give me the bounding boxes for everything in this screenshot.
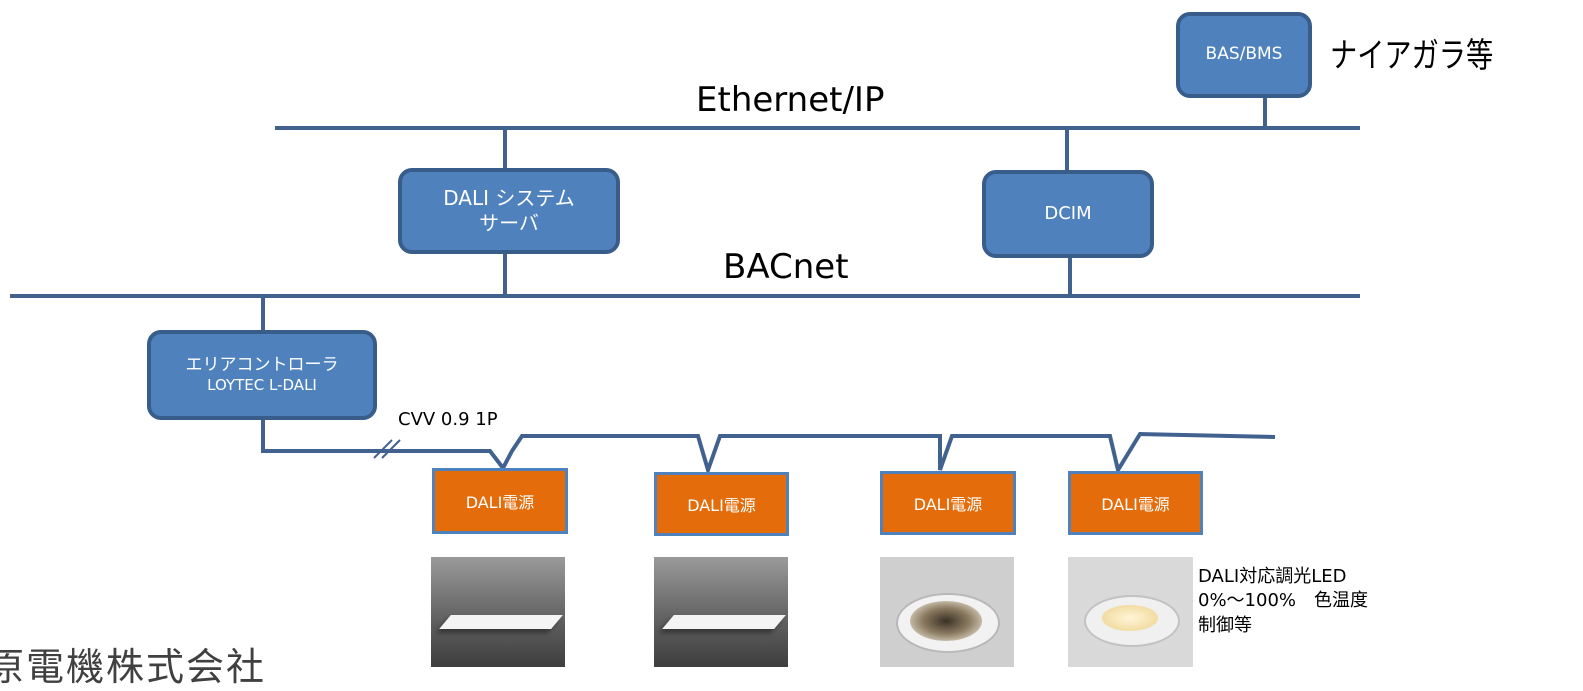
downlight-lens [1102, 605, 1158, 631]
ethernet-label: Ethernet/IP [696, 80, 885, 120]
panel-light-image [431, 557, 565, 667]
downlight-warm-image [1068, 557, 1193, 667]
panel-light-body [662, 615, 786, 629]
fixture-note-line: DALI対応調光LED [1198, 566, 1347, 587]
footer-company-name: 原電機株式会社 [0, 645, 267, 689]
fixture-note: DALI対応調光LED 0%～100% 色温度 制御等 [1198, 565, 1368, 638]
fixture-note-line: 制御等 [1198, 614, 1252, 636]
cable-mark [381, 439, 401, 459]
dali-power-supply-label: DALI電源 [465, 493, 535, 512]
connection-lines [10, 98, 1360, 477]
bas-bms-node: BAS/BMS [1176, 12, 1312, 98]
area-controller-label-2: LOYTEC L-DALI [207, 376, 317, 395]
dcim-label: DCIM [1044, 202, 1092, 224]
bas-bms-label: BAS/BMS [1205, 44, 1283, 65]
dali-line [261, 420, 1276, 477]
cable-mark [373, 439, 393, 459]
bacnet-label: BACnet [723, 247, 849, 287]
cable-label: CVV 0.9 1P [398, 409, 498, 430]
dali-server-label-1: DALI システム [443, 186, 575, 210]
dcim-node: DCIM [982, 170, 1154, 258]
niagara-label: ナイアガラ等 [1330, 36, 1494, 76]
dali-server-node: DALI システム サーバ [398, 168, 620, 254]
dali-power-supply: DALI電源 [654, 472, 789, 536]
dali-power-supply-label: DALI電源 [1101, 495, 1170, 514]
downlight-reflector [910, 601, 982, 641]
dali-power-supply-label: DALI電源 [913, 495, 983, 514]
panel-light-body [439, 615, 563, 629]
area-controller-label-1: エリアコントローラ [185, 355, 339, 375]
panel-light-image [654, 557, 788, 667]
dali-server-label-2: サーバ [479, 211, 539, 235]
area-controller-node: エリアコントローラ LOYTEC L-DALI [147, 330, 377, 420]
fixture-note-line: 0%～100% 色温度 [1198, 590, 1369, 612]
dali-power-supply: DALI電源 [1068, 471, 1203, 535]
dali-power-supply-label: DALI電源 [687, 496, 756, 515]
downlight-reflector-image [880, 557, 1014, 667]
dali-power-supply: DALI電源 [432, 468, 568, 534]
dali-power-supply: DALI電源 [880, 471, 1016, 535]
